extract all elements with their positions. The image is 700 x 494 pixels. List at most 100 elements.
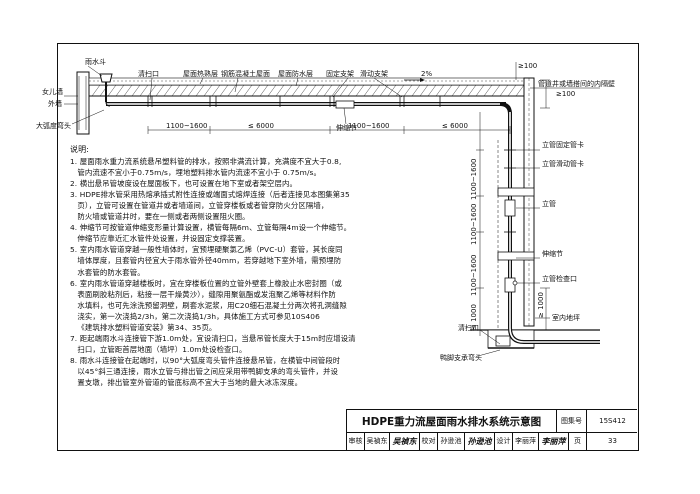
dim-1000: ≤ 1000 <box>470 304 478 330</box>
label-big-radius-bend: 大弧度弯头 <box>36 121 71 130</box>
notes-list: 1. 屋面雨水重力流系统悬吊塑料管的排水，按照非满流计算，充满度不宜大于0.8,… <box>70 156 440 388</box>
ground-base <box>470 327 600 349</box>
label-rain-hopper: 雨水斗 <box>85 57 106 66</box>
note-line: 扫口，立管距首层地面（墙坪）1.0m处设检查口。 <box>70 344 247 354</box>
page-number-cell: 33 <box>587 432 638 450</box>
dim-6000-b: ≤ 6000 <box>442 122 468 130</box>
label-outer-wall: 外墙 <box>48 99 62 108</box>
note-line: 5. 室内雨水管道穿越一般性墙体时，宜预埋硬聚氯乙烯（PVC-U）套管，其长度同 <box>70 245 343 255</box>
design-label: 设计 <box>496 437 511 445</box>
label-expansion-joint-v: 伸缩节 <box>542 249 563 258</box>
drawing-title: HDPE重力流屋面雨水排水系统示意图 <box>361 415 542 428</box>
floor-slabs <box>497 187 535 261</box>
note-line: 《建筑排水塑料管道安装》第34、35页。 <box>70 322 217 332</box>
label-riser-fixed-card: 立管固定管卡 <box>542 140 584 149</box>
dim-100-top: ≥100 <box>518 62 537 70</box>
label-roof-insulation: 屋面热熟层 <box>183 69 218 78</box>
note-line: 表面刷胶粘剂后，粘接一层干燥黄沙），缝隙用聚氨酯或发泡聚乙烯等材料作防 <box>70 289 336 299</box>
label-expansion-joint-h: 伸缩节 <box>336 123 357 132</box>
designer-cell: 李丽萍 <box>513 432 539 450</box>
pipe-supports <box>147 96 441 109</box>
check-label-cell: 校对 <box>420 432 438 450</box>
review-label: 审核 <box>348 437 363 445</box>
page-label-cell: 页 <box>569 432 587 450</box>
reviewer-sig-cell: 吴禎东 <box>390 432 420 450</box>
label-pipe-well-wall: 管道井或墙搭间的内隔壁 <box>538 79 615 88</box>
designer-signature: 李丽萍 <box>541 435 566 446</box>
note-line: 6. 室内雨水管道穿越楼板时，宜在穿楼板位置的立管外壁套上橡胶止水密封圈（或 <box>70 278 342 288</box>
parapet-wall <box>76 71 90 135</box>
leader-lines <box>64 65 600 357</box>
note-line: 3. HDPE排水管采用热熔承插式附性连接或端面式熔焊连接（后者连接见本图集第3… <box>70 190 350 200</box>
slope-arrow <box>404 78 425 82</box>
reviewer-cell: 吴禎东 <box>365 432 390 450</box>
designer-sig-cell: 李丽萍 <box>539 432 569 450</box>
note-line: 8. 雨水斗连接管在起端时，以90°大弧度弯头管件连接悬吊管，在横管中间管段时 <box>70 355 341 365</box>
dim-riser-3: 1100~1600 <box>470 255 478 297</box>
atlas-number: 15S412 <box>599 417 626 425</box>
note-line: 水填料，也可先涂洗预留洞壁，刷套水泥浆，用C20细石混凝土分两次将孔洞缝隙 <box>70 300 347 310</box>
reviewer-name: 吴禎东 <box>366 437 388 445</box>
label-indoor-ground: 室内地坪 <box>552 313 580 322</box>
dim-bottom: ≥ 1000 <box>537 292 545 318</box>
dim-100-right: ≥100 <box>556 90 575 98</box>
dim-1100-1600-a: 1100~1600 <box>166 122 208 130</box>
label-cleanout-top: 清扫口 <box>138 69 159 78</box>
roof-slab <box>88 77 525 97</box>
checker-name: 孙逊池 <box>440 437 462 445</box>
checker-cell: 孙逊池 <box>438 432 465 450</box>
label-cleanout-bottom: 清扫口 <box>458 323 479 332</box>
label-fixed-support: 固定支架 <box>326 69 354 78</box>
note-line: 伸缩节应靠近汇水管件处设置，并设固定支撑装置。 <box>70 234 250 244</box>
dim-riser-1: 1100~1600 <box>470 159 478 201</box>
title-block: HDPE重力流屋面雨水排水系统示意图 图集号 15S412 审核 吴禎东 吴禎东… <box>346 409 637 450</box>
checker-sig-cell: 孙逊池 <box>465 432 495 450</box>
atlas-label-cell: 图集号 <box>557 410 587 432</box>
notes-block: 说明: 1. 屋面雨水重力流系统悬吊塑料管的排水，按照非满流计算，充满度不宜大于… <box>70 144 440 388</box>
suspended-pipe <box>105 101 506 107</box>
label-duckfoot-bend: 鸭脚支承弯头 <box>440 353 482 362</box>
note-line: 墙体厚度，且套管内径宜大于雨水管外径40mm，若穿越地下室外墙，需预埋防 <box>70 256 342 266</box>
note-line: 管内流速不宜小于0.75m/s，埋地塑料排水管内流速不宜小于 0.75m/s。 <box>70 168 321 178</box>
riser-pipe <box>499 102 518 328</box>
atlas-number-cell: 15S412 <box>587 410 638 432</box>
check-label: 校对 <box>421 437 436 445</box>
label-riser-check-port: 立管检查口 <box>542 274 577 283</box>
page-number: 33 <box>608 437 617 445</box>
atlas-label: 图集号 <box>561 417 582 425</box>
drawing-title-cell: HDPE重力流屋面雨水排水系统示意图 <box>347 410 557 432</box>
drawing-sheet <box>57 43 639 451</box>
dim-1100-1600-b: 1100~1600 <box>348 122 390 130</box>
note-line: 防火墙或管道井时，要在一侧或者两侧设置阻火圈。 <box>70 212 250 222</box>
note-line: 水套管的防水套管。 <box>70 267 145 277</box>
checker-signature: 孙逊池 <box>467 435 492 446</box>
review-label-cell: 审核 <box>347 432 365 450</box>
label-parapet: 女儿墙 <box>42 87 63 96</box>
rain-hopper <box>99 73 113 102</box>
design-label-cell: 设计 <box>495 432 513 450</box>
dim-riser-2: 1100~1600 <box>470 204 478 246</box>
note-line: 置支墩，排出管室外管道的管底标高不宜大于当地的最大冰冻深度。 <box>70 377 303 387</box>
label-riser: 立管 <box>542 199 556 208</box>
note-line: 2. 横出悬吊管坡度设在屋面板下，也可设置在地下室或者架空层内。 <box>70 179 297 189</box>
label-slide-support: 滑动支架 <box>360 69 388 78</box>
dim-6000-a: ≤ 6000 <box>248 122 274 130</box>
dimension-lines <box>147 62 550 336</box>
note-line: 以45°斜三通连接，雨水立管与排出管之间应采用带鸭脚支承的弯头管件，并设 <box>70 366 338 376</box>
label-riser-slide-card: 立管滑动管卡 <box>542 159 584 168</box>
note-line: 4. 伸缩节可按管道伸缩变形量计算设置，横管每隔6m、立管每隔4m设一个伸缩节。 <box>70 223 352 233</box>
riser-clips <box>504 149 516 233</box>
note-line: 7. 距起端雨水斗连接管下游1.0m处，宜设清扫口，当悬吊管长度大于15m时应增… <box>70 333 356 343</box>
notes-title: 说明: <box>70 145 89 154</box>
label-rc-roof-slab: 钢筋混凝土屋面 <box>221 69 270 78</box>
designer-name: 李丽萍 <box>515 437 536 445</box>
reviewer-signature: 吴禎东 <box>392 435 417 446</box>
note-line: 浇实，第一次浇捣2/3h，第二次浇捣1/3h，具体施工方式可参见10S406 <box>70 311 320 321</box>
page-label: 页 <box>574 437 581 445</box>
label-roof-waterproof: 屋面防水层 <box>278 69 313 78</box>
note-line: 页），立管可设置在管道井或者墙道间，立管穿楼板或者管穿防火分区隔墙， <box>70 201 329 211</box>
note-line: 1. 屋面雨水重力流系统悬吊塑料管的排水，按照非满流计算，充满度不宜大于0.8, <box>70 157 342 167</box>
shaft-wall <box>497 77 535 330</box>
label-slope: 2% <box>421 70 432 78</box>
